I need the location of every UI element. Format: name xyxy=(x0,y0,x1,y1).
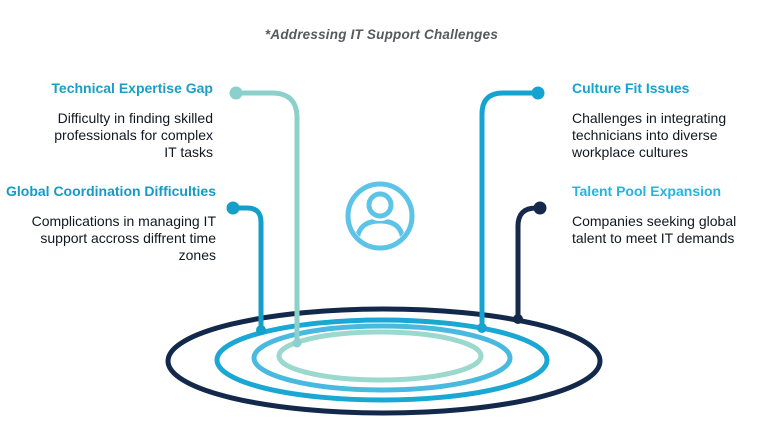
connector-line xyxy=(230,205,264,330)
callout-body: Challenges in integrating technicians in… xyxy=(572,110,727,160)
callout-culture-fit-issues: Culture Fit Issues Challenges in integra… xyxy=(572,80,763,161)
callout-body: Difficulty in finding skilled profession… xyxy=(54,110,213,160)
connector-global-coordination-difficulties xyxy=(226,201,266,335)
outer-ring xyxy=(165,306,603,416)
callout-heading: Talent Pool Expansion xyxy=(572,183,722,199)
callout-heading: Technical Expertise Gap xyxy=(51,80,213,96)
third-ring xyxy=(251,323,513,393)
connector-end-dot xyxy=(513,314,523,324)
callout-body: Companies seeking global talent to meet … xyxy=(572,213,737,246)
callout-global-coordination-difficulties: Global Coordination Difficulties Complic… xyxy=(0,183,216,264)
connector-end-dot xyxy=(477,323,487,333)
connector-technical-expertise-gap xyxy=(229,86,302,348)
connector-start-dot xyxy=(531,86,545,100)
connector-start-dot xyxy=(226,201,240,215)
second-ring xyxy=(214,317,550,403)
callout-talent-pool-expansion: Talent Pool Expansion Companies seeking … xyxy=(572,183,763,247)
connector-start-dot xyxy=(533,201,547,215)
connector-line xyxy=(233,90,300,343)
connector-line xyxy=(479,90,541,327)
person-icon-head xyxy=(366,191,394,219)
callout-technical-expertise-gap: Technical Expertise Gap Difficulty in fi… xyxy=(0,80,213,161)
connector-talent-pool-expansion xyxy=(513,201,547,324)
connector-culture-fit-issues xyxy=(477,86,545,333)
connector-end-dot xyxy=(292,338,302,348)
connector-start-dot xyxy=(229,86,243,100)
connector-line xyxy=(515,205,543,318)
inner-ring xyxy=(276,329,484,383)
callout-body: Complications in managing IT support acc… xyxy=(31,213,216,263)
diagram-title: *Addressing IT Support Challenges xyxy=(264,27,499,42)
callout-heading: Culture Fit Issues xyxy=(572,80,690,96)
callout-heading: Global Coordination Difficulties xyxy=(6,183,216,199)
person-icon xyxy=(345,181,415,251)
connector-end-dot xyxy=(256,325,266,335)
